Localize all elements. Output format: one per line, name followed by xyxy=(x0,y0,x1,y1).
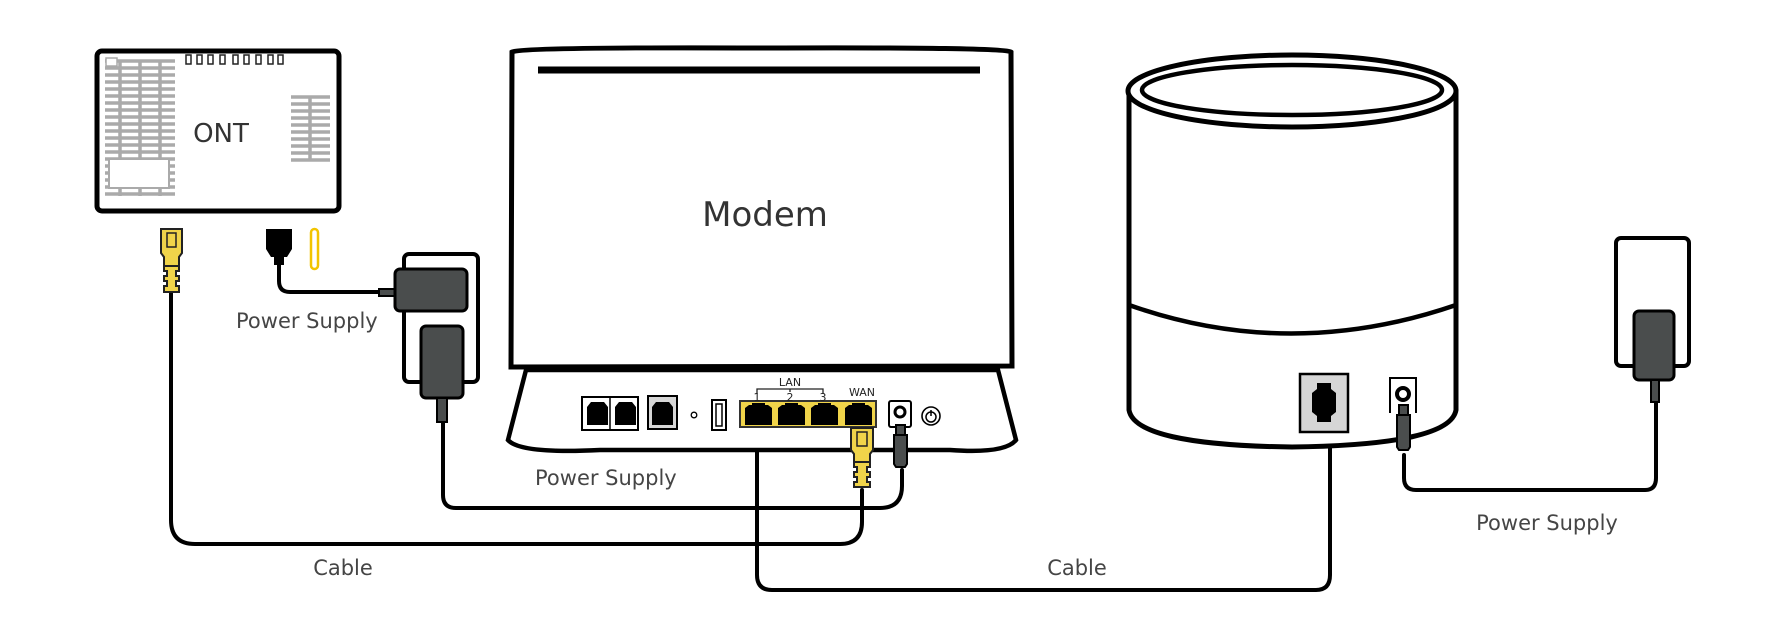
modem-device: Modem LAN 1 2 3 xyxy=(505,45,1019,454)
wan-ethernet-connector xyxy=(850,427,874,488)
modem-ethernet-panel xyxy=(739,400,877,428)
ont-device: ONT xyxy=(94,48,342,214)
lan-port-3-label: 3 xyxy=(820,391,827,404)
modem-power-adapter xyxy=(419,324,465,400)
modem-power-button-icon[interactable] xyxy=(921,406,941,426)
lan-port-1-label: 1 xyxy=(754,391,761,404)
ont-power-plug xyxy=(266,229,292,265)
extender-power-adapter xyxy=(1632,309,1676,382)
modem-power-supply-label: Power Supply xyxy=(535,466,677,490)
lan-group-label: LAN xyxy=(779,376,801,389)
extender-dc-plug xyxy=(1396,404,1411,451)
wall-outlet-middle xyxy=(378,252,480,423)
modem-power-cord xyxy=(441,418,904,510)
lan-port-1[interactable] xyxy=(745,403,772,425)
modem-label: Modem xyxy=(702,195,828,235)
wall-outlet-right xyxy=(1614,236,1691,403)
extender-power-cord xyxy=(1402,398,1658,492)
modem-extender-cable-label: Cable xyxy=(1047,556,1107,580)
ont-power-adapter xyxy=(393,267,469,313)
extender-ethernet-port[interactable] xyxy=(1298,372,1350,434)
ont-power-supply-label: Power Supply xyxy=(236,309,378,333)
extender-power-supply-label: Power Supply xyxy=(1476,511,1618,535)
lan-port-2[interactable] xyxy=(778,403,805,425)
ont-power-cord xyxy=(277,260,397,294)
wan-label: WAN xyxy=(849,386,875,399)
extender-device xyxy=(1125,52,1459,450)
extender-dc-jack[interactable] xyxy=(1389,377,1417,413)
modem-dc-plug xyxy=(893,424,908,468)
wan-port[interactable] xyxy=(845,403,872,425)
ont-label: ONT xyxy=(193,119,249,149)
ont-ethernet-connector xyxy=(160,228,183,293)
reset-pinhole[interactable] xyxy=(690,411,698,419)
modem-to-extender-cable xyxy=(755,426,1332,592)
ont-top-slots xyxy=(185,54,284,65)
modem-usb-port[interactable] xyxy=(711,399,727,431)
ont-fiber-cable xyxy=(309,227,320,271)
lan-port-2-label: 2 xyxy=(787,391,794,404)
ont-label-plate xyxy=(108,158,170,189)
modem-phone-ports[interactable] xyxy=(581,396,639,431)
ont-modem-cable-label: Cable xyxy=(313,556,373,580)
ont-to-modem-cable xyxy=(169,290,864,546)
modem-dsl-port[interactable] xyxy=(647,395,678,430)
ont-right-vent xyxy=(291,95,330,162)
modem-dc-jack[interactable] xyxy=(888,400,912,428)
lan-bracket xyxy=(756,388,824,394)
lan-port-3[interactable] xyxy=(811,403,838,425)
